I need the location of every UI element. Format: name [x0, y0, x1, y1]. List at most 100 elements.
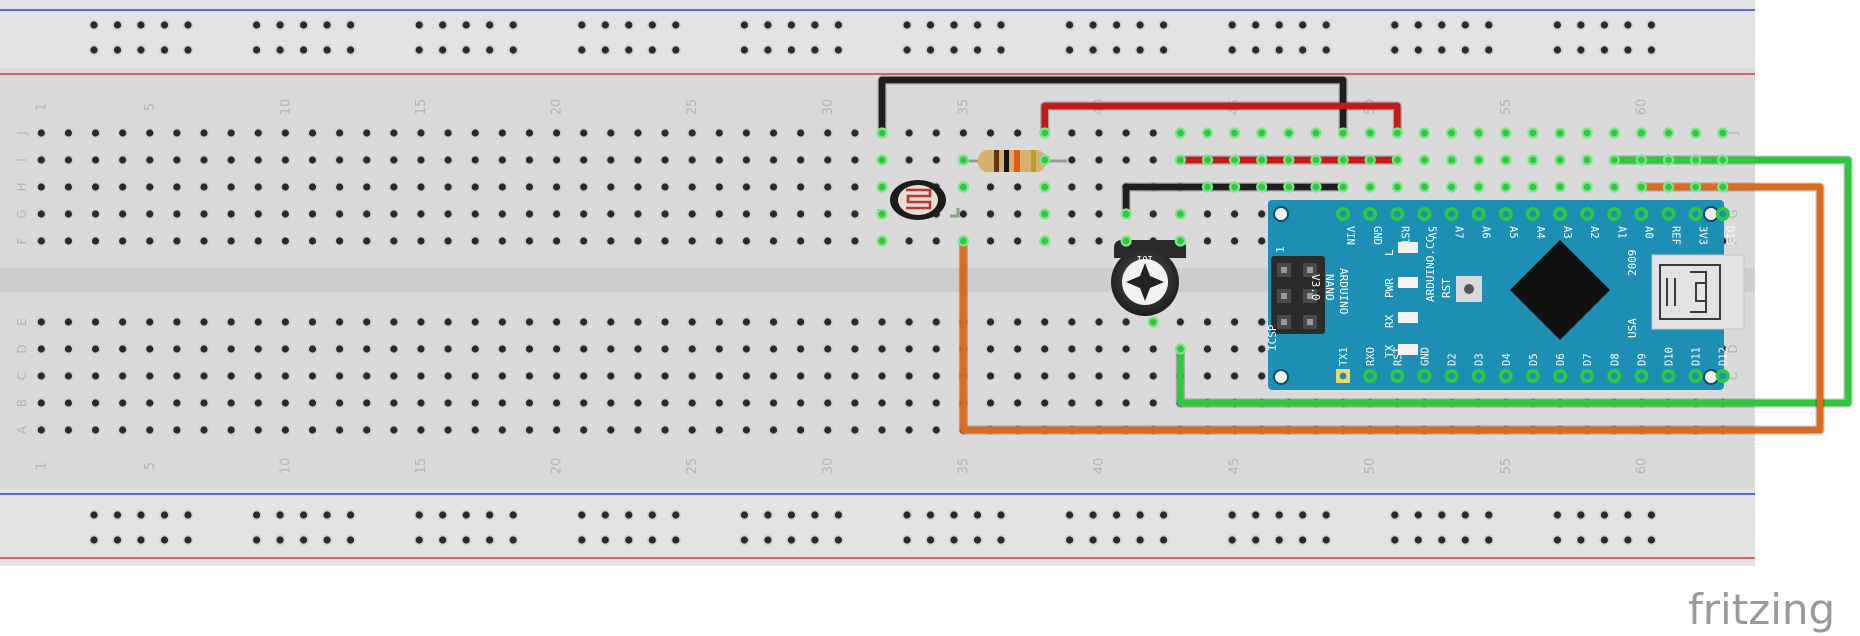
connected-hole: [1445, 181, 1458, 193]
arduino-nano[interactable]: VINTX1GNDRXORSTRST5VGNDA7D2A6D3A5D4A4D5A…: [1266, 200, 1745, 390]
breadboard-hole: [280, 154, 291, 166]
breadboard-hole: [171, 370, 183, 382]
connected-hole: [876, 181, 888, 193]
wire-orange: [960, 183, 1824, 434]
connected-hole: [1337, 127, 1349, 139]
rail-hole: [1158, 534, 1169, 546]
nano-pin: [1525, 207, 1540, 221]
breadboard-hole: [225, 235, 237, 247]
resistor[interactable]: [959, 150, 1067, 172]
breadboard-hole: [714, 154, 725, 166]
breadboard-hole: [524, 370, 535, 382]
connected-hole: [1500, 154, 1512, 166]
nano-pin: [1661, 207, 1676, 221]
column-number: 15: [414, 99, 429, 116]
breadboard-hole: [1120, 370, 1132, 382]
breadboard-hole: [1012, 343, 1023, 355]
nano-pin-label-top: GND: [1371, 226, 1383, 245]
breadboard-hole: [578, 343, 589, 355]
breadboard-hole: [361, 235, 372, 247]
breadboard-hole: [1148, 127, 1159, 139]
breadboard-hole: [1066, 181, 1078, 193]
breadboard-hole: [334, 208, 345, 220]
rail-hole: [414, 534, 425, 546]
breadboard-hole: [551, 154, 562, 166]
breadboard-hole: [768, 370, 779, 382]
connected-hole: [1256, 127, 1268, 139]
rail-hole: [112, 509, 123, 521]
rail-hole: [1389, 44, 1401, 56]
breadboard-hole: [334, 370, 345, 382]
row-letter-right: F: [1726, 237, 1740, 244]
breadboard-hole: [198, 343, 210, 355]
breadboard-hole: [768, 424, 779, 436]
breadboard-hole: [1093, 343, 1105, 355]
nano-pin-label-top: A7: [1453, 226, 1465, 239]
rail-hole: [647, 19, 658, 31]
nano-pcb: [1268, 200, 1724, 390]
breadboard-hole: [795, 397, 806, 409]
column-number: 40: [1092, 458, 1107, 475]
rail-hole: [576, 44, 587, 56]
column-number: 20: [550, 458, 565, 475]
breadboard-hole: [605, 424, 617, 436]
rail-hole: [298, 19, 309, 31]
wires: [877, 75, 1853, 435]
rail-hole: [1436, 509, 1448, 521]
column-number: 10: [278, 458, 293, 475]
breadboard-hole: [768, 343, 779, 355]
rail-hole: [135, 44, 147, 56]
breadboard-hole: [280, 235, 291, 247]
connected-hole: [1581, 127, 1593, 139]
breadboard-hole: [415, 316, 427, 328]
breadboard-hole: [985, 181, 996, 193]
rail-hole: [670, 534, 681, 546]
connected-hole: [1174, 235, 1186, 247]
connected-hole: [1256, 154, 1268, 166]
breadboard-hole: [1066, 370, 1078, 382]
rail-hole: [437, 534, 448, 546]
breadboard-hole: [253, 154, 264, 166]
potentiometer[interactable]: 101: [1111, 240, 1186, 316]
breadboard-hole: [795, 127, 806, 139]
breadboard-hole: [1229, 235, 1240, 247]
rail-hole: [762, 534, 774, 546]
nano-pin-label-top: REF: [1670, 226, 1682, 245]
fritzing-logo: fritzing: [1688, 585, 1835, 634]
connected-hole: [1445, 127, 1458, 139]
rail-hole: [762, 19, 774, 31]
breadboard-hole: [686, 154, 698, 166]
breadboard-hole: [253, 424, 264, 436]
breadboard-hole: [578, 181, 589, 193]
breadboard-hole: [497, 235, 508, 247]
nano-pin-label-top: A4: [1534, 226, 1546, 239]
breadboard-hole: [361, 397, 372, 409]
rail-hole: [995, 509, 1007, 521]
breadboard-hole: [632, 235, 644, 247]
nano-pin-label-bottom: D5: [1528, 353, 1540, 366]
breadboard-hole: [334, 316, 345, 328]
connected-hole: [1717, 127, 1729, 139]
rail-hole: [437, 19, 448, 31]
row-letter-left: D: [15, 344, 29, 353]
breadboard-hole: [198, 235, 210, 247]
connected-hole: [1690, 181, 1702, 193]
breadboard-hole: [931, 424, 942, 436]
rail-hole: [972, 44, 983, 56]
breadboard-hole: [1175, 316, 1186, 328]
breadboard-hole: [361, 208, 372, 220]
breadboard-hole: [1148, 208, 1159, 220]
connected-hole: [1418, 181, 1431, 193]
connected-hole: [876, 235, 888, 247]
breadboard-hole: [1039, 397, 1050, 409]
connected-hole: [1608, 154, 1620, 166]
rail-hole: [274, 44, 286, 56]
rail-hole: [948, 509, 960, 521]
breadboard-hole: [686, 424, 698, 436]
photoresistor[interactable]: [877, 180, 960, 220]
breadboard-hole: [1202, 208, 1213, 220]
breadboard-hole: [36, 370, 47, 382]
breadboard-hole: [280, 127, 291, 139]
breadboard-hole: [415, 235, 427, 247]
breadboard-hole: [578, 316, 589, 328]
